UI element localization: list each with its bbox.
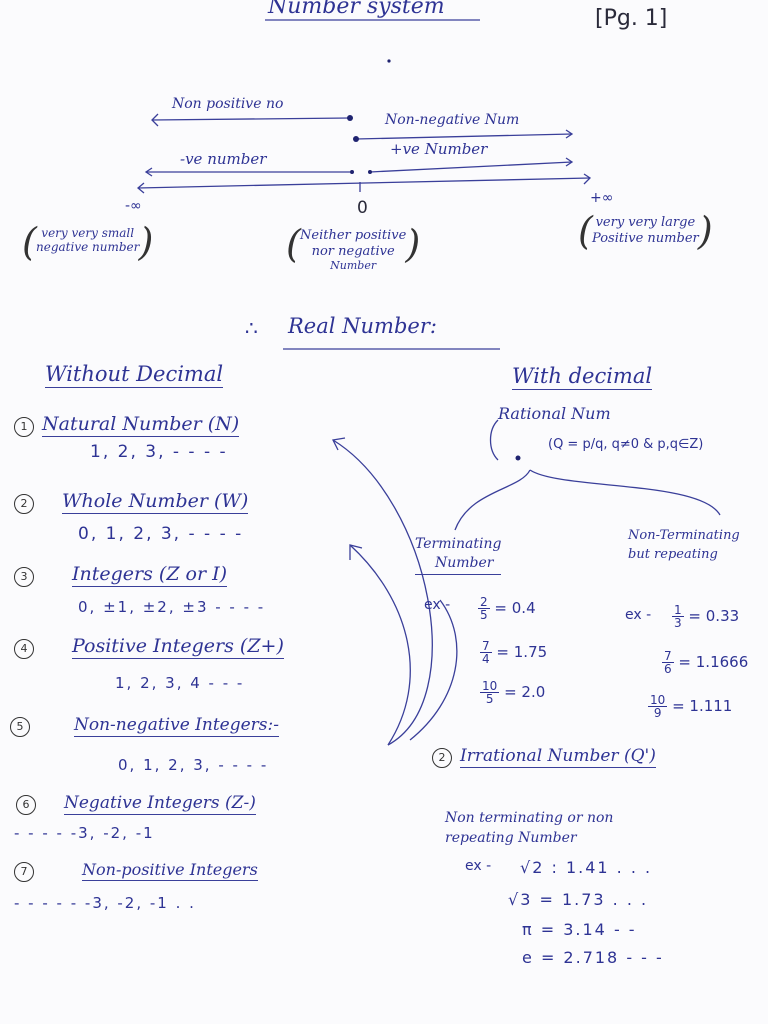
item-index: 2	[432, 748, 452, 768]
positive-number-label: +ve Number	[390, 140, 488, 158]
zero-mark: 0	[357, 198, 368, 218]
natural-values: 1, 2, 3, - - - -	[90, 442, 228, 462]
item-index: 5	[10, 717, 30, 737]
item-index: 7	[14, 862, 34, 882]
list-item-positive-integers: 4 Positive Integers (Z+)	[14, 635, 284, 659]
negative-infinity-note: very very small negative number	[22, 220, 154, 265]
real-number-heading: Real Number:	[288, 314, 437, 338]
item-name: Non-positive Integers	[82, 860, 258, 881]
page-number-tag: [Pg. 1]	[595, 6, 668, 31]
non-terminating-label: Non-Terminating but repeating	[628, 528, 740, 562]
positive-integers-values: 1, 2, 3, 4 - - -	[115, 674, 245, 692]
item-index: 1	[14, 417, 34, 437]
page-title: Number system	[268, 0, 445, 19]
irrational-example: √2 : 1.41 . . .	[520, 858, 653, 877]
non-positive-label: Non positive no	[172, 96, 284, 112]
rational-label: Rational Num	[498, 404, 611, 423]
therefore-symbol: ∴	[245, 316, 258, 340]
irrational-example: e = 2.718 - - -	[522, 948, 664, 967]
without-decimal-heading: Without Decimal	[45, 362, 224, 388]
non-negative-integers-values: 0, 1, 2, 3, - - - -	[118, 756, 269, 774]
item-index: 2	[14, 494, 34, 514]
negative-infinity: -∞	[125, 198, 142, 214]
list-item-whole: 2 Whole Number (W)	[14, 490, 249, 514]
irrational-example: π = 3.14 - -	[522, 920, 637, 939]
positive-infinity: +∞	[590, 190, 614, 206]
integers-values: 0, ±1, ±2, ±3 - - - -	[78, 598, 266, 616]
irrational-description: Non terminating or non repeating Number	[445, 810, 614, 846]
rational-definition: (Q = p/q, q≠0 & p,q∈Z)	[548, 437, 704, 452]
terminating-label: Terminating Number	[415, 535, 502, 575]
whole-values: 0, 1, 2, 3, - - - -	[78, 524, 244, 544]
item-index: 4	[14, 639, 34, 659]
list-item-integers: 3 Integers (Z or I)	[14, 563, 228, 587]
terminating-ex-prefix: ex -	[424, 597, 451, 613]
list-item-non-negative-integers: 5 Non-negative Integers:-	[10, 715, 279, 737]
positive-infinity-note: very very large Positive number	[578, 209, 712, 255]
irrational-ex-prefix: ex -	[465, 858, 492, 874]
item-name: Natural Number (N)	[42, 413, 240, 437]
zero-note: Neither positive nor negative Number	[286, 222, 421, 272]
item-name: Negative Integers (Z-)	[64, 793, 256, 815]
item-name: Whole Number (W)	[62, 490, 249, 514]
irrational-heading: 2 Irrational Number (Q')	[432, 746, 656, 768]
item-index: 6	[16, 795, 36, 815]
list-item-non-positive-integers: 7 Non-positive Integers	[14, 860, 258, 882]
list-item-negative-integers: 6 Negative Integers (Z-)	[16, 793, 256, 815]
item-name: Integers (Z or I)	[72, 563, 228, 587]
negative-integers-values: - - - - -3, -2, -1	[14, 824, 155, 842]
irrational-label: Irrational Number (Q')	[460, 746, 656, 768]
item-name: Positive Integers (Z+)	[72, 635, 284, 659]
with-decimal-heading: With decimal	[512, 364, 653, 390]
list-item-natural: 1 Natural Number (N)	[14, 413, 240, 437]
item-name: Non-negative Integers:-	[74, 715, 279, 737]
item-index: 3	[14, 567, 34, 587]
irrational-example: √3 = 1.73 . . .	[508, 890, 649, 909]
non-positive-integers-values: - - - - - -3, -2, -1 . .	[14, 894, 196, 912]
non-negative-label: Non-negative Num	[385, 112, 520, 128]
negative-number-label: -ve number	[180, 150, 267, 168]
non-terminating-ex-prefix: ex -	[625, 607, 652, 623]
